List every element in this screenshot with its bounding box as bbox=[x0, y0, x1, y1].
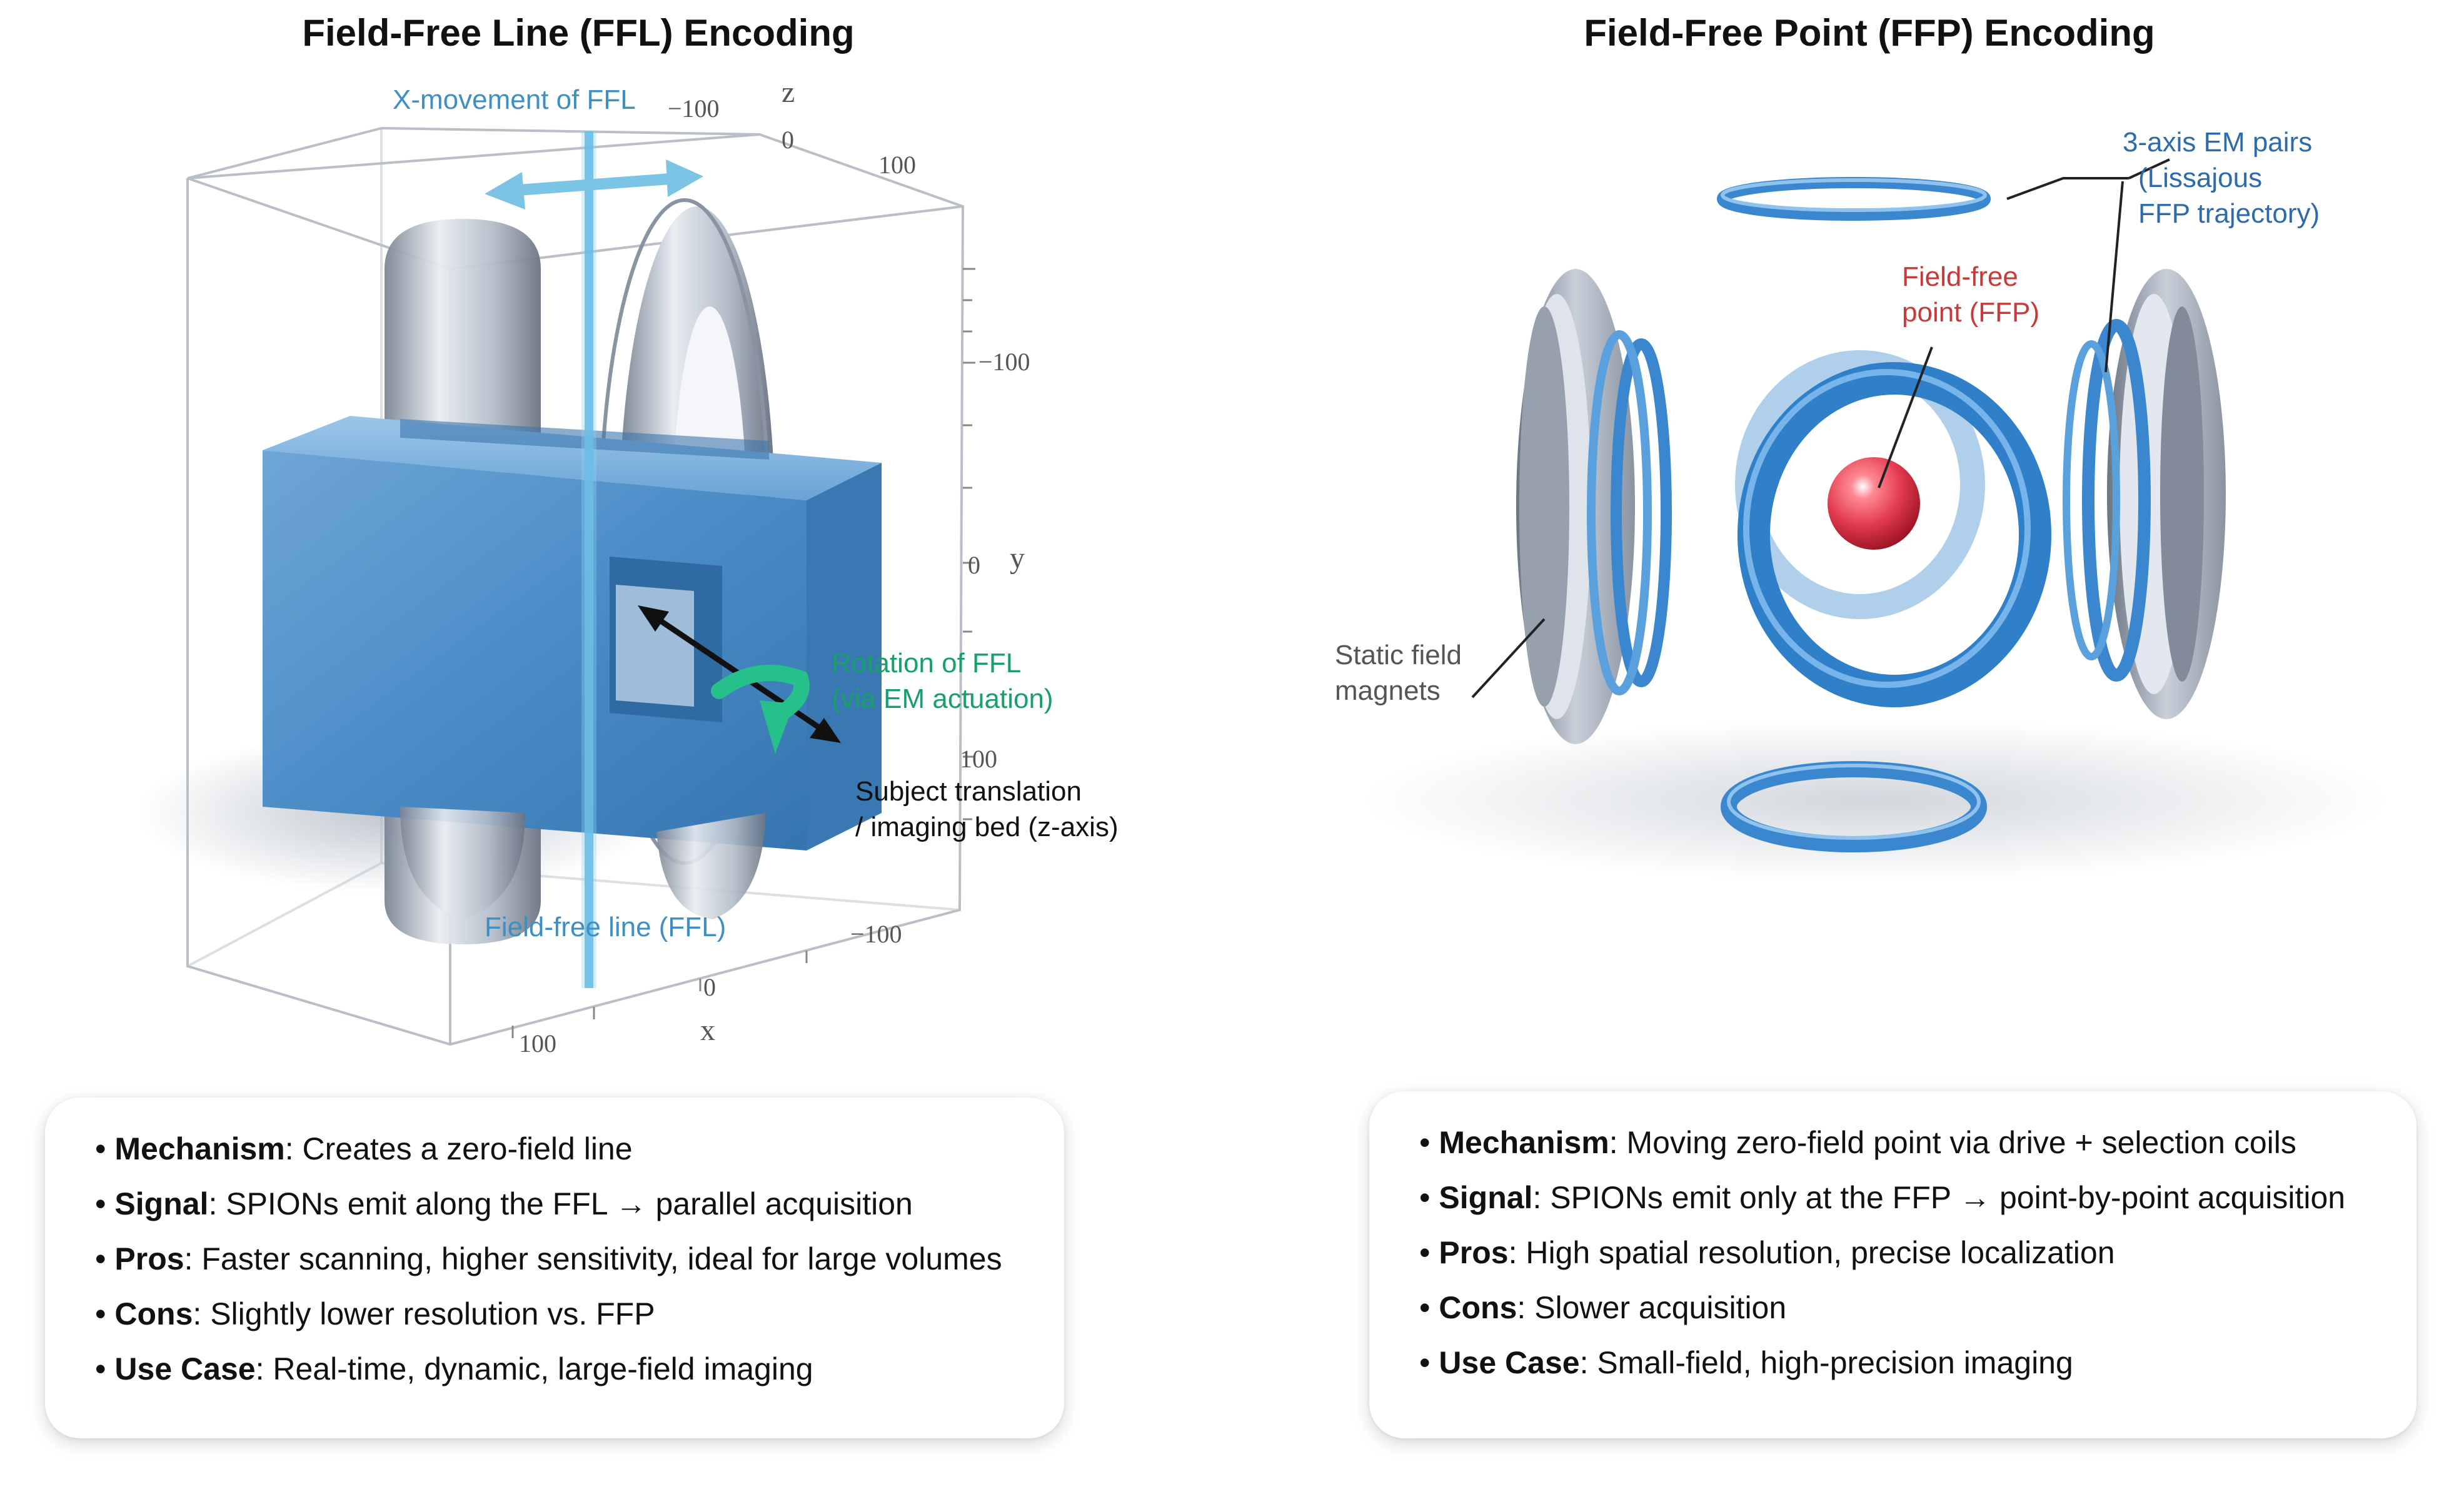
ffp-shadow bbox=[1363, 719, 2388, 882]
ffl-title: Field-Free Line (FFL) Encoding bbox=[302, 12, 855, 54]
ffp-title: Field-Free Point (FFP) Encoding bbox=[1584, 12, 2155, 54]
axis-z-tick-100: 100 bbox=[878, 151, 916, 179]
ffl-card-item-use-case: • Use Case: Real-time, dynamic, large-fi… bbox=[95, 1351, 813, 1386]
x-movement-arrow-icon bbox=[485, 159, 703, 209]
x-movement-label: X-movement of FFL bbox=[393, 84, 636, 115]
ffp-left-coil bbox=[1587, 330, 1672, 695]
ffp-card-item-use-case: • Use Case: Small-field, high-precision … bbox=[1419, 1345, 2073, 1380]
ffp-red-point bbox=[1828, 457, 1920, 550]
ffp-summary-card: • Mechanism: Moving zero-field point via… bbox=[1369, 1091, 2416, 1438]
rotation-arrow-icon bbox=[711, 665, 810, 754]
ffp-bottom-coil bbox=[1721, 761, 1987, 852]
axis-z-tick-m100: −100 bbox=[668, 94, 720, 123]
axis-x-tick-m100: −100 bbox=[850, 920, 902, 948]
subject-translation-label-line1: Subject translation bbox=[855, 776, 1082, 807]
ffp-top-coil bbox=[1717, 177, 1991, 221]
axis-z-label: z bbox=[782, 76, 795, 109]
subject-translation-label-line2: / imaging bed (z-axis) bbox=[855, 812, 1119, 842]
ffl-blue-yoke bbox=[263, 416, 882, 850]
ffp-point-label-line2: point (FFP) bbox=[1902, 297, 2040, 328]
em-pairs-label-line3: FFP trajectory) bbox=[2138, 198, 2320, 229]
axis-x-label: x bbox=[700, 1014, 715, 1047]
ffp-left-static-magnet bbox=[1516, 269, 1635, 744]
ffl-right-magnet-lower bbox=[656, 813, 766, 919]
axis-y-tick-m100: −100 bbox=[978, 348, 1030, 376]
axis-y-tick-100: 100 bbox=[960, 745, 997, 773]
axis-x-tick-100: 100 bbox=[519, 1029, 556, 1057]
ffl-line-label: Field-free line (FFL) bbox=[485, 912, 727, 942]
ffp-right-coil bbox=[2063, 319, 2151, 682]
ffl-line bbox=[585, 131, 593, 988]
ffl-card-item-pros: • Pros: Faster scanning, higher sensitiv… bbox=[95, 1241, 1002, 1276]
ffp-point-label-line1: Field-free bbox=[1902, 261, 2018, 292]
ffp-card-item-mechanism: • Mechanism: Moving zero-field point via… bbox=[1419, 1125, 2296, 1160]
ffp-card-item-pros: • Pros: High spatial resolution, precise… bbox=[1419, 1235, 2115, 1270]
ffp-leader-lines bbox=[1471, 158, 2170, 699]
ffp-card-item-signal: • Signal: SPIONs emit only at the FFP → … bbox=[1419, 1180, 2346, 1215]
static-magnets-label-line1: Static field bbox=[1335, 640, 1462, 670]
ffl-summary-card: • Mechanism: Creates a zero-field line •… bbox=[45, 1098, 1064, 1438]
axis-x-tick-0: 0 bbox=[703, 973, 716, 1001]
ffp-card-item-cons: • Cons: Slower acquisition bbox=[1419, 1290, 1787, 1325]
axis-z-tick-0: 0 bbox=[782, 126, 794, 154]
rotation-label-line1: Rotation of FFL bbox=[832, 648, 1022, 679]
em-pairs-label-line2: (Lissajous bbox=[2138, 163, 2263, 193]
axis-y-label: y bbox=[1010, 542, 1025, 575]
ffl-axis-ticks bbox=[511, 268, 975, 1038]
ffl-card-item-mechanism: • Mechanism: Creates a zero-field line bbox=[95, 1131, 633, 1166]
ffl-card-item-cons: • Cons: Slightly lower resolution vs. FF… bbox=[95, 1296, 655, 1331]
em-pairs-label-line1: 3-axis EM pairs bbox=[2123, 127, 2313, 158]
rotation-label-line2: (via EM actuation) bbox=[832, 684, 1053, 714]
static-magnets-label-line2: magnets bbox=[1335, 675, 1441, 706]
ffl-card-item-signal: • Signal: SPIONs emit along the FFL → pa… bbox=[95, 1186, 913, 1221]
ffp-front-coil bbox=[1737, 362, 2051, 707]
axis-y-tick-0: 0 bbox=[968, 551, 980, 579]
ffl-left-magnet-lower bbox=[400, 807, 525, 919]
